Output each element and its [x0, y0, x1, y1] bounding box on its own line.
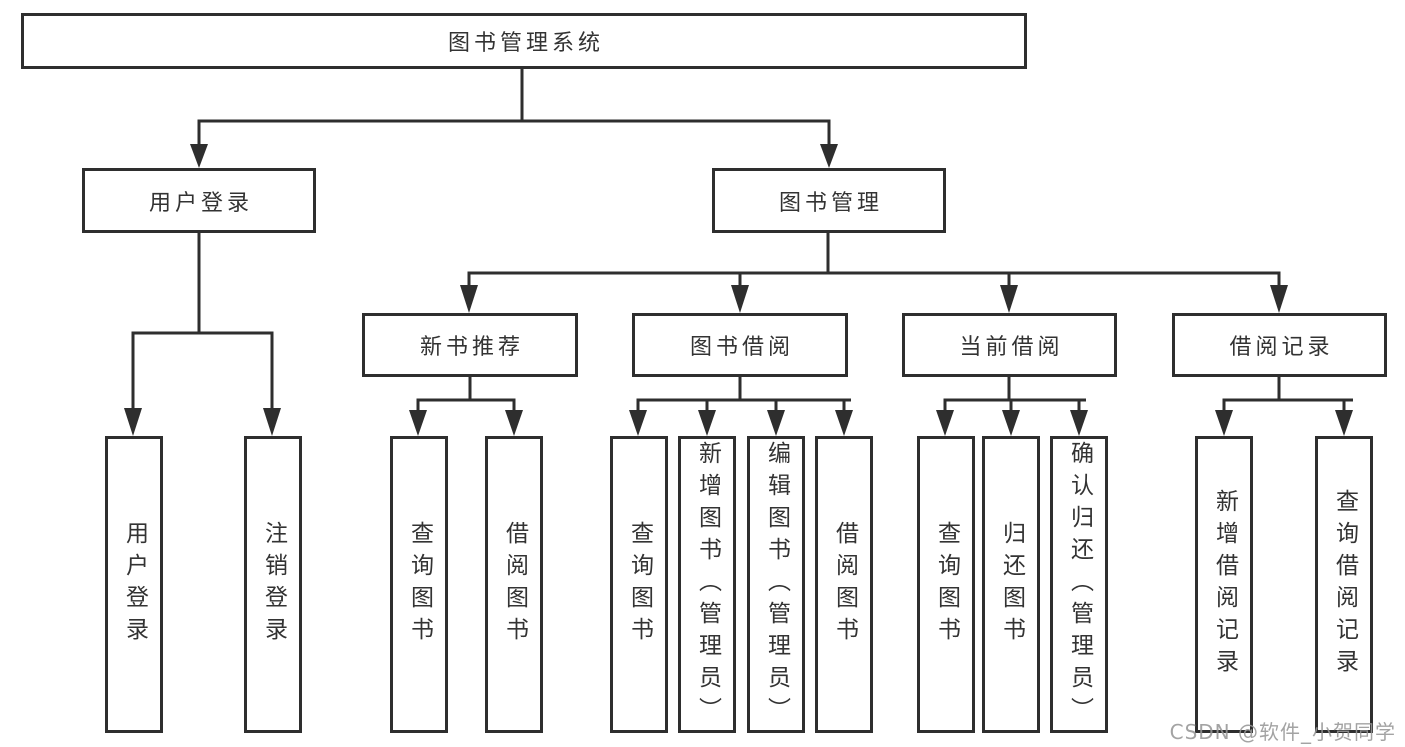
leaf-recommend-borrow-books-label: 借阅图书 [501, 520, 528, 649]
leaf-recommend-query-books-label: 查询图书 [406, 520, 433, 649]
leaf-current-return-books: 归还图书 [982, 436, 1040, 733]
node-user-login-label: 用户登录 [148, 190, 253, 216]
leaf-borrow-add-books-admin: 新增图书（管理员） [678, 436, 736, 733]
leaf-recommend-borrow-books: 借阅图书 [485, 436, 543, 733]
leaf-records-query-record: 查询借阅记录 [1315, 436, 1373, 733]
leaf-current-confirm-return-admin-label: 确认归还（管理员） [1066, 440, 1093, 729]
node-book-borrow: 图书借阅 [632, 313, 848, 377]
node-book-management-label: 图书管理 [778, 190, 883, 216]
node-new-book-recommend: 新书推荐 [362, 313, 578, 377]
leaf-records-add-record: 新增借阅记录 [1195, 436, 1253, 733]
leaf-recommend-query-books: 查询图书 [390, 436, 448, 733]
leaf-borrow-add-books-admin-label: 新增图书（管理员） [694, 440, 721, 729]
leaf-current-query-books: 查询图书 [917, 436, 975, 733]
leaf-current-confirm-return-admin: 确认归还（管理员） [1050, 436, 1108, 733]
node-borrow-records: 借阅记录 [1172, 313, 1387, 377]
node-user-login: 用户登录 [82, 168, 316, 233]
leaf-borrow-borrow-books: 借阅图书 [815, 436, 873, 733]
leaf-borrow-query-books: 查询图书 [610, 436, 668, 733]
node-library-management-system: 图书管理系统 [21, 13, 1027, 69]
node-new-book-recommend-label: 新书推荐 [419, 335, 524, 360]
node-book-management: 图书管理 [712, 168, 946, 233]
node-borrow-records-label: 借阅记录 [1229, 335, 1334, 360]
leaf-logout: 注销登录 [244, 436, 302, 733]
leaf-borrow-query-books-label: 查询图书 [626, 520, 653, 649]
leaf-records-add-record-label: 新增借阅记录 [1211, 488, 1238, 681]
leaf-current-query-books-label: 查询图书 [933, 520, 960, 649]
leaf-logout-label: 注销登录 [260, 520, 287, 649]
leaf-current-return-books-label: 归还图书 [998, 520, 1025, 649]
leaf-borrow-edit-books-admin: 编辑图书（管理员） [747, 436, 805, 733]
node-library-management-system-label: 图书管理系统 [447, 31, 604, 56]
leaf-user-login: 用户登录 [105, 436, 163, 733]
leaf-user-login-label: 用户登录 [121, 520, 148, 649]
node-book-borrow-label: 图书借阅 [689, 335, 794, 360]
node-current-borrow: 当前借阅 [902, 313, 1117, 377]
leaf-borrow-borrow-books-label: 借阅图书 [831, 520, 858, 649]
csdn-watermark: CSDN @软件_小贺同学 [1169, 720, 1396, 744]
leaf-records-query-record-label: 查询借阅记录 [1331, 488, 1358, 681]
node-current-borrow-label: 当前借阅 [959, 335, 1064, 360]
leaf-borrow-edit-books-admin-label: 编辑图书（管理员） [763, 440, 790, 729]
